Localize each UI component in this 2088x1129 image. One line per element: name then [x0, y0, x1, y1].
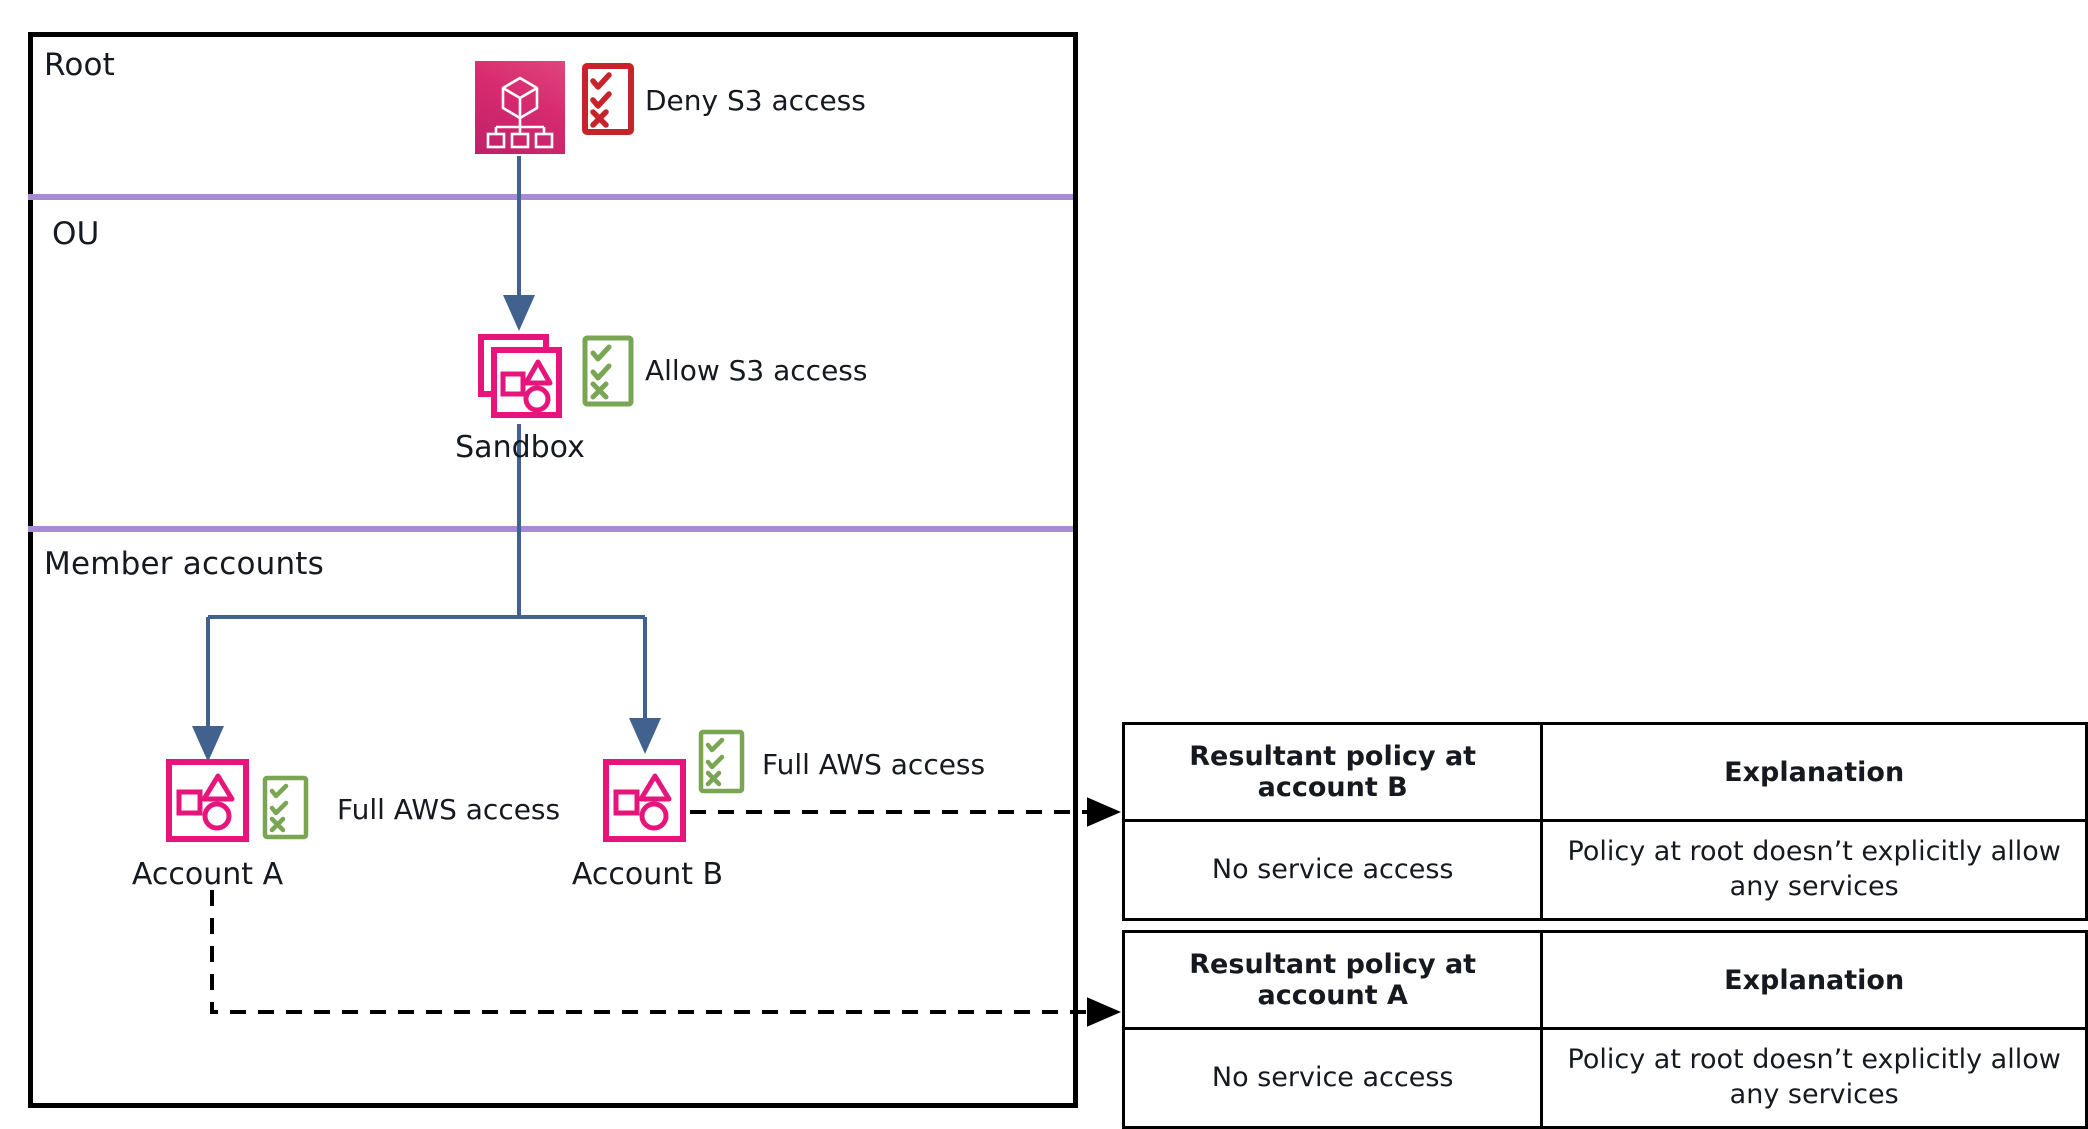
policy-checklist-allow-account-b-icon	[698, 729, 745, 794]
table-header-row: Resultant policy at account B Explanatio…	[1121, 722, 2088, 822]
policy-label-account-a: Full AWS access	[337, 793, 561, 826]
table-header-cell: Explanation	[1540, 722, 2088, 822]
zone-label-member-accounts: Member accounts	[44, 546, 325, 582]
policy-label-sandbox-ou: Allow S3 access	[645, 354, 868, 387]
policy-checklist-allow-ou-icon	[582, 335, 634, 407]
table-row: No service access Policy at root doesn’t…	[1121, 1027, 2088, 1129]
zone-label-root: Root	[44, 47, 116, 83]
table-row: No service access Policy at root doesn’t…	[1121, 819, 2088, 921]
table-header-cell: Resultant policy at account A	[1121, 930, 1544, 1030]
policy-label-root: Deny S3 access	[645, 84, 866, 117]
aws-organizations-icon	[475, 61, 565, 154]
aws-account-b-icon	[602, 758, 687, 843]
node-label-account-b: Account B	[571, 857, 724, 892]
resultant-policy-table-account-a: Resultant policy at account A Explanatio…	[1121, 930, 2088, 1129]
policy-checklist-deny-icon	[582, 63, 634, 135]
table-cell-explanation: Policy at root doesn’t explicitly allow …	[1540, 819, 2088, 921]
table-header-cell: Resultant policy at account B	[1121, 722, 1544, 822]
table-cell-explanation: Policy at root doesn’t explicitly allow …	[1540, 1027, 2088, 1129]
zone-label-ou: OU	[52, 216, 100, 252]
policy-label-account-b: Full AWS access	[762, 748, 986, 781]
table-header-row: Resultant policy at account A Explanatio…	[1121, 930, 2088, 1030]
zone-divider-ou-accounts	[28, 526, 1073, 532]
policy-checklist-allow-account-a-icon	[262, 775, 309, 840]
aws-account-a-icon	[165, 758, 250, 843]
zone-divider-root-ou	[28, 194, 1073, 200]
table-cell-resultant-policy: No service access	[1121, 819, 1544, 921]
table-cell-resultant-policy: No service access	[1121, 1027, 1544, 1129]
resultant-policy-table-account-b: Resultant policy at account B Explanatio…	[1121, 722, 2088, 921]
node-label-sandbox: Sandbox	[455, 430, 585, 465]
organizational-unit-icon	[472, 328, 568, 424]
node-label-account-a: Account A	[131, 857, 284, 892]
table-header-cell: Explanation	[1540, 930, 2088, 1030]
